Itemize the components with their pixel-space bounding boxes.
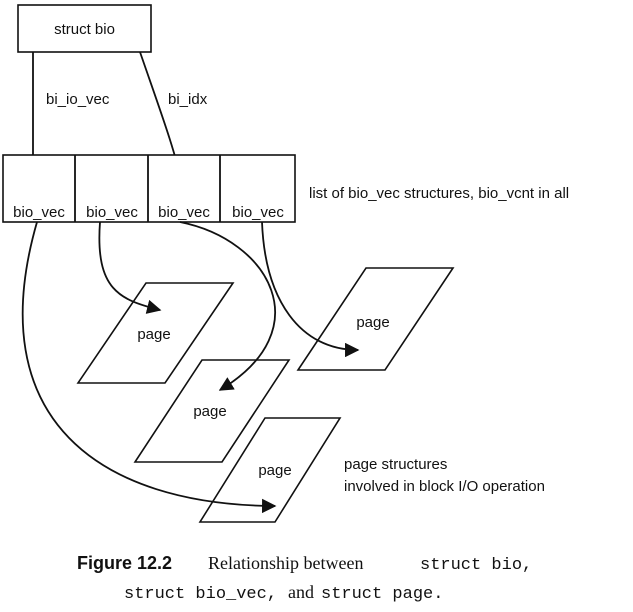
bi-idx-label: bi_idx	[168, 91, 208, 108]
bio-vec-to-page-edge	[261, 221, 360, 358]
bio-vec-cell: bio_vec	[86, 204, 138, 221]
page-label: page	[137, 326, 170, 343]
caption-line1-code: struct bio,	[420, 556, 532, 575]
page-label: page	[193, 403, 226, 420]
bio-vec-to-page-edge	[21, 221, 277, 514]
caption-line2-code1: struct bio_vec,	[124, 585, 277, 604]
bi-io-vec-label: bi_io_vec	[46, 91, 110, 108]
page-note-line2: involved in block I/O operation	[344, 478, 545, 495]
page-node: page	[198, 417, 342, 523]
struct-bio-node: struct bio	[17, 4, 152, 53]
bio-vec-list: bio_vec bio_vec bio_vec bio_vec	[2, 154, 296, 223]
page-label: page	[258, 462, 291, 479]
caption-line1-text: Relationship between	[208, 553, 363, 573]
bio-vec-cell: bio_vec	[158, 204, 210, 221]
page-node: page	[76, 282, 235, 384]
bio-vec-cell: bio_vec	[13, 204, 65, 221]
page-note-line1: page structures	[344, 456, 447, 473]
figure-label: Figure 12.2	[77, 553, 172, 573]
figure-caption: Figure 12.2 Relationship between struct …	[77, 553, 532, 604]
bio-vec-to-page-edge	[98, 221, 162, 314]
vec-list-note: list of bio_vec structures, bio_vcnt in …	[309, 185, 569, 202]
bio-vec-cell: bio_vec	[232, 204, 284, 221]
page-node: page	[296, 267, 455, 371]
page-label: page	[356, 314, 389, 331]
bio-vec-to-page-edge	[179, 221, 276, 391]
caption-line2-code2: struct page.	[321, 585, 443, 604]
caption-line2-text: and	[288, 582, 314, 602]
struct-bio-label: struct bio	[54, 21, 115, 38]
page-node: page	[133, 359, 291, 463]
